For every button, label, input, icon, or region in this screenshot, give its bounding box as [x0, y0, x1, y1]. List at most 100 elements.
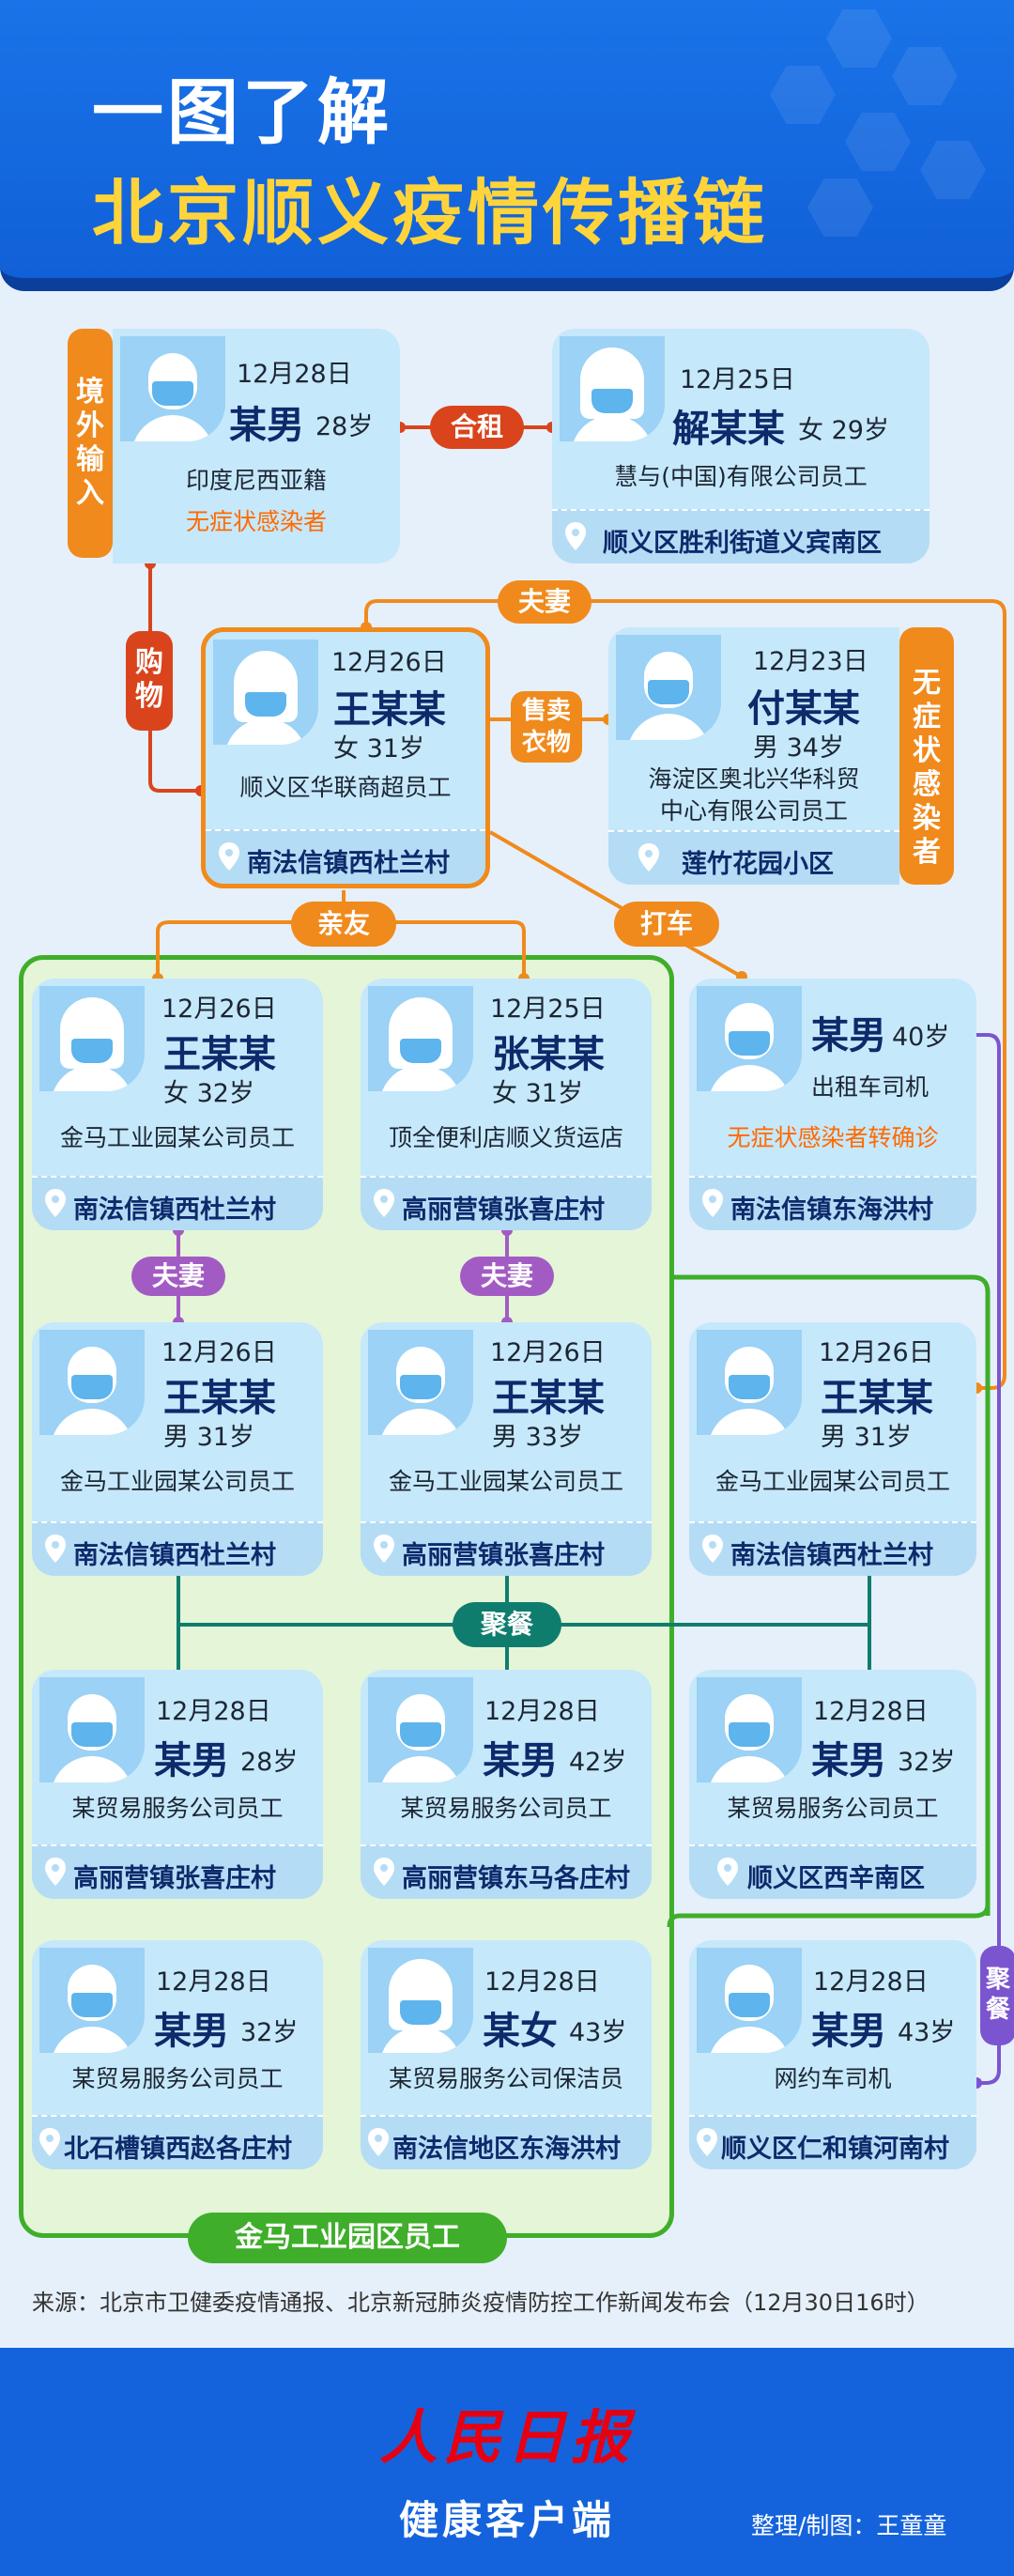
- case-location: 顺义区西辛南区: [689, 1844, 976, 1899]
- case-location: 高丽营镇张喜庄村: [361, 1176, 652, 1230]
- avatar-male-icon: [39, 1948, 145, 2053]
- case-card-10: 12月26日 王某某 男 31岁 金马工业园某公司员工 南法信镇西杜兰村: [689, 1322, 976, 1576]
- case-gender: 男 34岁: [753, 733, 844, 763]
- case-name: 某男: [811, 1014, 886, 1057]
- case-gender: 女 31岁: [333, 734, 424, 764]
- case-card-13: 12月28日 某男 32岁 某贸易服务公司员工 顺义区西辛南区: [689, 1670, 976, 1899]
- case-job: 顺义区华联商超员工: [239, 774, 452, 801]
- location-pin-icon: [368, 2128, 389, 2156]
- location-pin-icon: [45, 1858, 66, 1886]
- sell-clothes-pill: 售卖衣物: [511, 691, 582, 763]
- case-card-5: 12月26日 王某某 女 32岁 金马工业园某公司员工 南法信镇西杜兰村: [32, 979, 323, 1230]
- avatar-female-icon: [39, 986, 145, 1091]
- case-date: 12月26日: [161, 1338, 277, 1367]
- case-card-2: 12月25日 解某某 女 29岁 慧与(中国)有限公司员工 顺义区胜利街道义宾南…: [552, 329, 930, 563]
- case-location: 南法信镇西杜兰村: [32, 1521, 323, 1576]
- case-job: 某贸易服务公司保洁员: [388, 2065, 623, 2092]
- avatar-female-icon: [213, 640, 318, 745]
- case-name: 某男: [154, 2010, 229, 2053]
- case-age: 43岁: [569, 2018, 627, 2047]
- health-client-logo: 健康客户端: [398, 2497, 615, 2543]
- page-title-line2: 北京顺义疫情传播链: [92, 171, 768, 255]
- case-date: 12月28日: [813, 1967, 929, 1997]
- case-age: 28岁: [240, 1748, 299, 1777]
- case-card-14: 12月28日 某男 32岁 某贸易服务公司员工 北石槽镇西赵各庄村: [32, 1940, 323, 2169]
- location-pin-icon: [45, 1535, 66, 1563]
- case-note: 无症状感染者: [185, 508, 327, 535]
- case-job: 顶全便利店顺义货运店: [388, 1124, 623, 1151]
- case-card-12: 12月28日 某男 42岁 某贸易服务公司员工 高丽营镇东马各庄村: [361, 1670, 652, 1899]
- case-card-11: 12月28日 某男 28岁 某贸易服务公司员工 高丽营镇张喜庄村: [32, 1670, 323, 1899]
- case-date: 12月25日: [490, 995, 606, 1024]
- hexagon-decoration: [892, 47, 958, 105]
- case-gender: 男 33岁: [492, 1423, 583, 1452]
- case-location: 南法信镇东海洪村: [689, 1176, 976, 1230]
- dinner-side-line: [976, 1033, 1001, 2085]
- case-name: 王某某: [163, 1377, 276, 1420]
- case-age: 28岁: [315, 412, 374, 441]
- avatar-female-icon: [368, 986, 473, 1091]
- avatar-male-icon: [697, 1948, 802, 2053]
- credit-text: 整理/制图：王童童: [751, 2512, 947, 2539]
- case-age: 32岁: [240, 2018, 299, 2047]
- case-name: 某男: [154, 1739, 229, 1782]
- avatar-female-icon: [368, 1948, 473, 2053]
- hexagon-decoration: [770, 66, 836, 124]
- couple-pill-b: 夫妻: [460, 1257, 554, 1296]
- location-pin-icon: [45, 1189, 66, 1217]
- avatar-male-icon: [368, 1330, 473, 1435]
- case-age: 43岁: [898, 2018, 956, 2047]
- case-date: 12月28日: [813, 1697, 929, 1726]
- location-pin-icon: [702, 1189, 723, 1217]
- case-gender: 女 31岁: [492, 1079, 583, 1108]
- location-pin-icon: [219, 842, 239, 871]
- case-card-15: 12月28日 某女 43岁 某贸易服务公司保洁员 南法信地区东海洪村: [361, 1940, 652, 2169]
- case-card-1: 12月28日 某男 28岁 印度尼西亚籍 无症状感染者: [113, 329, 400, 563]
- case-gender: 男 31岁: [821, 1423, 912, 1452]
- case-location: 南法信镇西杜兰村: [32, 1176, 323, 1230]
- case-name: 王某某: [163, 1033, 276, 1076]
- shopping-label: 购物: [126, 631, 173, 731]
- dinner-side-label: 聚餐: [980, 1946, 1014, 2045]
- case-card-7: 某男 40岁 出租车司机 无症状感染者转确诊 南法信镇东海洪村: [689, 979, 976, 1230]
- avatar-male-icon: [616, 635, 721, 740]
- case-job: 金马工业园某公司员工: [388, 1468, 623, 1495]
- case-location: 高丽营镇张喜庄村: [361, 1521, 652, 1576]
- case-location: 南法信镇西杜兰村: [206, 829, 485, 884]
- header-banner: 一图了解 北京顺义疫情传播链: [0, 0, 1014, 291]
- shopping-line: [148, 563, 201, 793]
- case-job: 网约车司机: [774, 2065, 892, 2092]
- case-name: 某男: [811, 1739, 886, 1782]
- case-date: 12月28日: [484, 1697, 600, 1726]
- imported-label: 境外输入: [68, 329, 113, 558]
- relatives-pill: 亲友: [291, 902, 396, 947]
- couple-pill-top: 夫妻: [498, 580, 592, 624]
- location-pin-icon: [702, 1535, 723, 1563]
- case-name: 解某某: [672, 408, 785, 451]
- case-date: 12月25日: [680, 365, 795, 394]
- case-note: 无症状感染者转确诊: [727, 1124, 939, 1151]
- dinner-pill: 聚餐: [453, 1602, 561, 1647]
- avatar-male-icon: [39, 1677, 145, 1782]
- case-location: 莲竹花园小区: [608, 830, 899, 885]
- case-job-line2: 中心有限公司员工: [659, 797, 848, 825]
- case-name: 付某某: [747, 687, 860, 731]
- case-date: 12月26日: [490, 1338, 606, 1367]
- case-job: 金马工业园某公司员工: [59, 1468, 295, 1495]
- avatar-male-icon: [697, 1330, 802, 1435]
- case-location: 高丽营镇张喜庄村: [32, 1844, 323, 1899]
- case-date: 12月23日: [753, 647, 868, 676]
- avatar-male-icon: [39, 1330, 145, 1435]
- case-gender: 男 31岁: [163, 1423, 254, 1452]
- source-note: 来源：北京市卫健委疫情通报、北京新冠肺炎疫情防控工作新闻发布会（12月30日16…: [32, 2290, 930, 2316]
- location-pin-icon: [374, 1535, 394, 1563]
- case-name: 某女: [483, 2010, 558, 2053]
- location-pin-icon: [565, 522, 586, 550]
- location-pin-icon: [697, 2128, 717, 2156]
- taxi-pill: 打车: [614, 902, 719, 947]
- case-location: 顺义区仁和镇河南村: [689, 2115, 976, 2169]
- case-card-6: 12月25日 张某某 女 31岁 顶全便利店顺义货运店 高丽营镇张喜庄村: [361, 979, 652, 1230]
- case-age: 42岁: [569, 1748, 627, 1777]
- location-pin-icon: [39, 2128, 60, 2156]
- case-job: 某贸易服务公司员工: [71, 2065, 284, 2092]
